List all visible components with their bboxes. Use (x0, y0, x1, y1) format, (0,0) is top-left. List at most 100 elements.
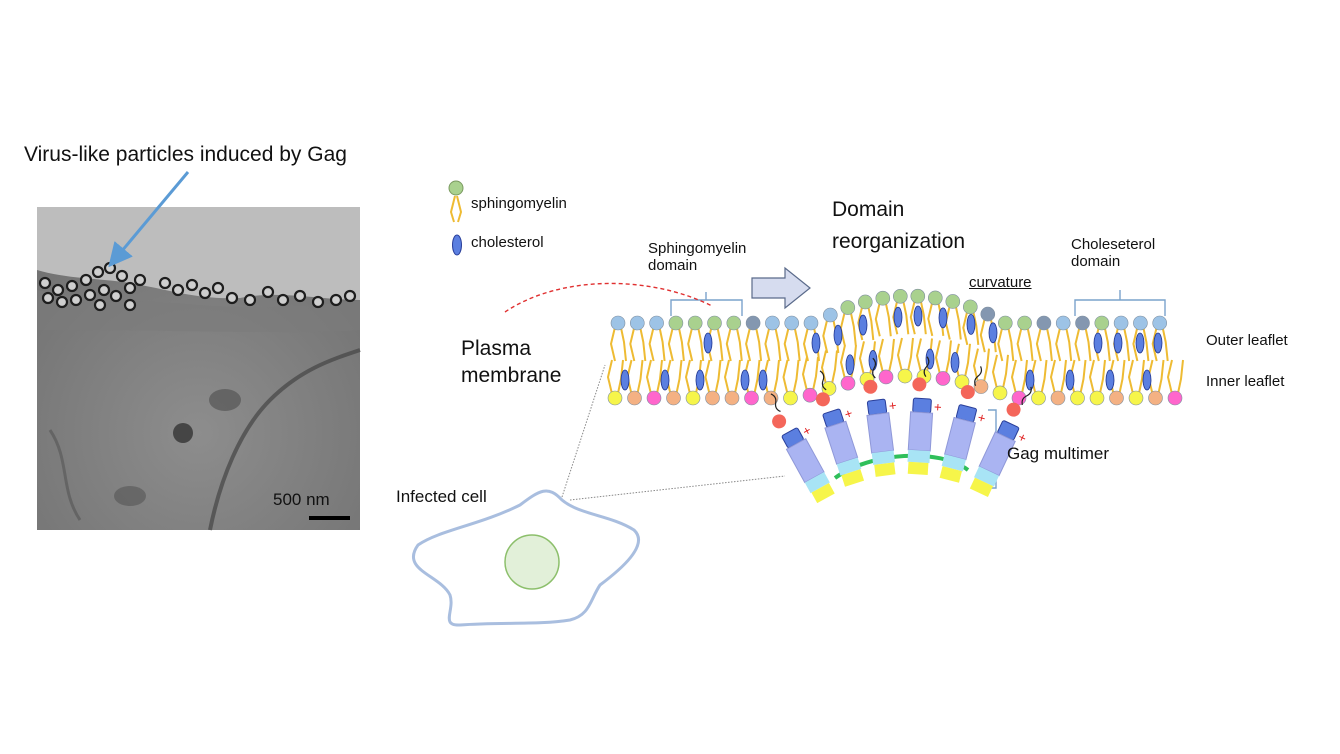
lipid-head (627, 390, 642, 406)
positive-charge: + (934, 399, 943, 414)
virus-particle (109, 289, 123, 303)
gag-p6-domain (811, 482, 835, 504)
zoom-line (569, 475, 786, 501)
inner-lipid (1108, 359, 1126, 406)
myristoyl-anchor (974, 366, 983, 387)
lipid-head (705, 390, 720, 406)
gag-nc-domain (804, 472, 830, 494)
virus-particle (198, 286, 212, 300)
gag-p6-domain (907, 461, 929, 476)
lipid-head (897, 368, 913, 384)
gag-nc-domain (941, 454, 966, 472)
positive-charge: + (976, 410, 987, 426)
cholesterol-molecule (868, 350, 878, 371)
virus-particle (225, 291, 239, 305)
legend-cholesterol: cholesterol (471, 234, 544, 251)
sphingomyelin (944, 294, 962, 340)
myristoyl-anchor (819, 370, 827, 391)
lipid-head (840, 375, 856, 391)
virus-particle (65, 279, 79, 293)
gag-nc-domain (836, 457, 862, 476)
gag-ca-domain (866, 412, 895, 454)
inner-lipid (704, 359, 722, 406)
lipid-head (646, 390, 662, 406)
gag-ca-domain (907, 411, 934, 452)
lipid-head (840, 300, 856, 315)
inner-leaflet-label: Inner leaflet (1206, 373, 1285, 390)
lipid-head (997, 315, 1013, 331)
cholesterol-molecule (1113, 332, 1123, 354)
lipid-head (910, 288, 926, 304)
sphingomyelin (725, 315, 743, 362)
cholesterol-molecule (1142, 369, 1152, 391)
lipid-head (1094, 315, 1110, 331)
lipid-head (1089, 390, 1105, 406)
lipid-head (821, 381, 837, 396)
virus-particle (38, 276, 52, 290)
sphingomyelin (892, 288, 910, 335)
cholesterol-molecule (845, 354, 855, 376)
cholesterol-domain-label: Choleseterol domain (1071, 236, 1156, 271)
sphingomyelin-domain-label: Sphingomyelin domain (648, 240, 747, 275)
cholesterol-molecule (988, 322, 998, 344)
gag-protein: + (969, 386, 1032, 498)
outer-lipid (802, 315, 820, 362)
sphingomyelin (839, 300, 857, 346)
outer-lipid (609, 315, 627, 362)
lipid-head (803, 315, 819, 331)
inner-lipid (626, 359, 644, 406)
virus-particle (123, 281, 137, 295)
cholesterol-molecule (620, 369, 630, 391)
virus-particle (51, 283, 65, 297)
lipid-head (802, 387, 818, 403)
gag-ca-domain (978, 431, 1016, 477)
sphingomyelin (1016, 315, 1034, 362)
gag-protein: + (939, 366, 987, 483)
cholesterol-molecule (811, 332, 821, 354)
gag-ma-domain (866, 398, 888, 416)
outer-lipid (1151, 315, 1169, 362)
myristoyl-anchor (923, 356, 930, 378)
sphingomyelin (909, 288, 927, 335)
virus-particle (55, 295, 69, 309)
inner-lipid (801, 356, 819, 403)
outer-leaflet-label: Outer leaflet (1206, 332, 1288, 349)
gag-p6-domain (939, 466, 962, 483)
curvature-label: curvature (969, 274, 1032, 291)
lipid-head (1075, 315, 1090, 331)
virus-particles (38, 261, 357, 312)
cholesterol-molecule (758, 369, 768, 391)
gag-multimer-label: Gag multimer (1007, 444, 1110, 463)
cholesterol-molecule (695, 369, 705, 391)
cholesterol-molecule (660, 369, 670, 391)
virus-particle (211, 281, 225, 295)
inner-lipid (877, 338, 895, 385)
virus-particle (69, 293, 83, 307)
inner-lipid (896, 337, 914, 384)
lipid-head (765, 315, 780, 331)
cholesterol-molecule (1025, 369, 1035, 391)
inner-lipid (1127, 359, 1145, 406)
outer-lipid (783, 315, 801, 362)
inner-lipid (991, 354, 1009, 401)
lipid-head (1031, 390, 1046, 406)
inner-lipid (839, 344, 857, 391)
lipid-head (707, 315, 722, 331)
positive-charge: + (842, 405, 854, 422)
sphingomyelin (997, 315, 1015, 362)
gag-protein: + (815, 370, 865, 487)
pip2-lipid (912, 377, 927, 392)
outer-lipid (1035, 315, 1053, 362)
legend-sphingomyelin: sphingomyelin (471, 195, 567, 212)
inner-lipid (723, 359, 741, 406)
lipid-head (935, 371, 951, 386)
virus-particle (343, 289, 357, 303)
lipid-head (745, 315, 761, 331)
lipid-head (629, 315, 645, 331)
lipid-head (783, 390, 798, 406)
virus-particle (311, 295, 325, 309)
pip2-lipid (815, 392, 830, 407)
sphingomyelin-lipid-icon (448, 180, 464, 223)
scale-bar (309, 516, 350, 520)
cholesterol-molecule (938, 307, 948, 329)
